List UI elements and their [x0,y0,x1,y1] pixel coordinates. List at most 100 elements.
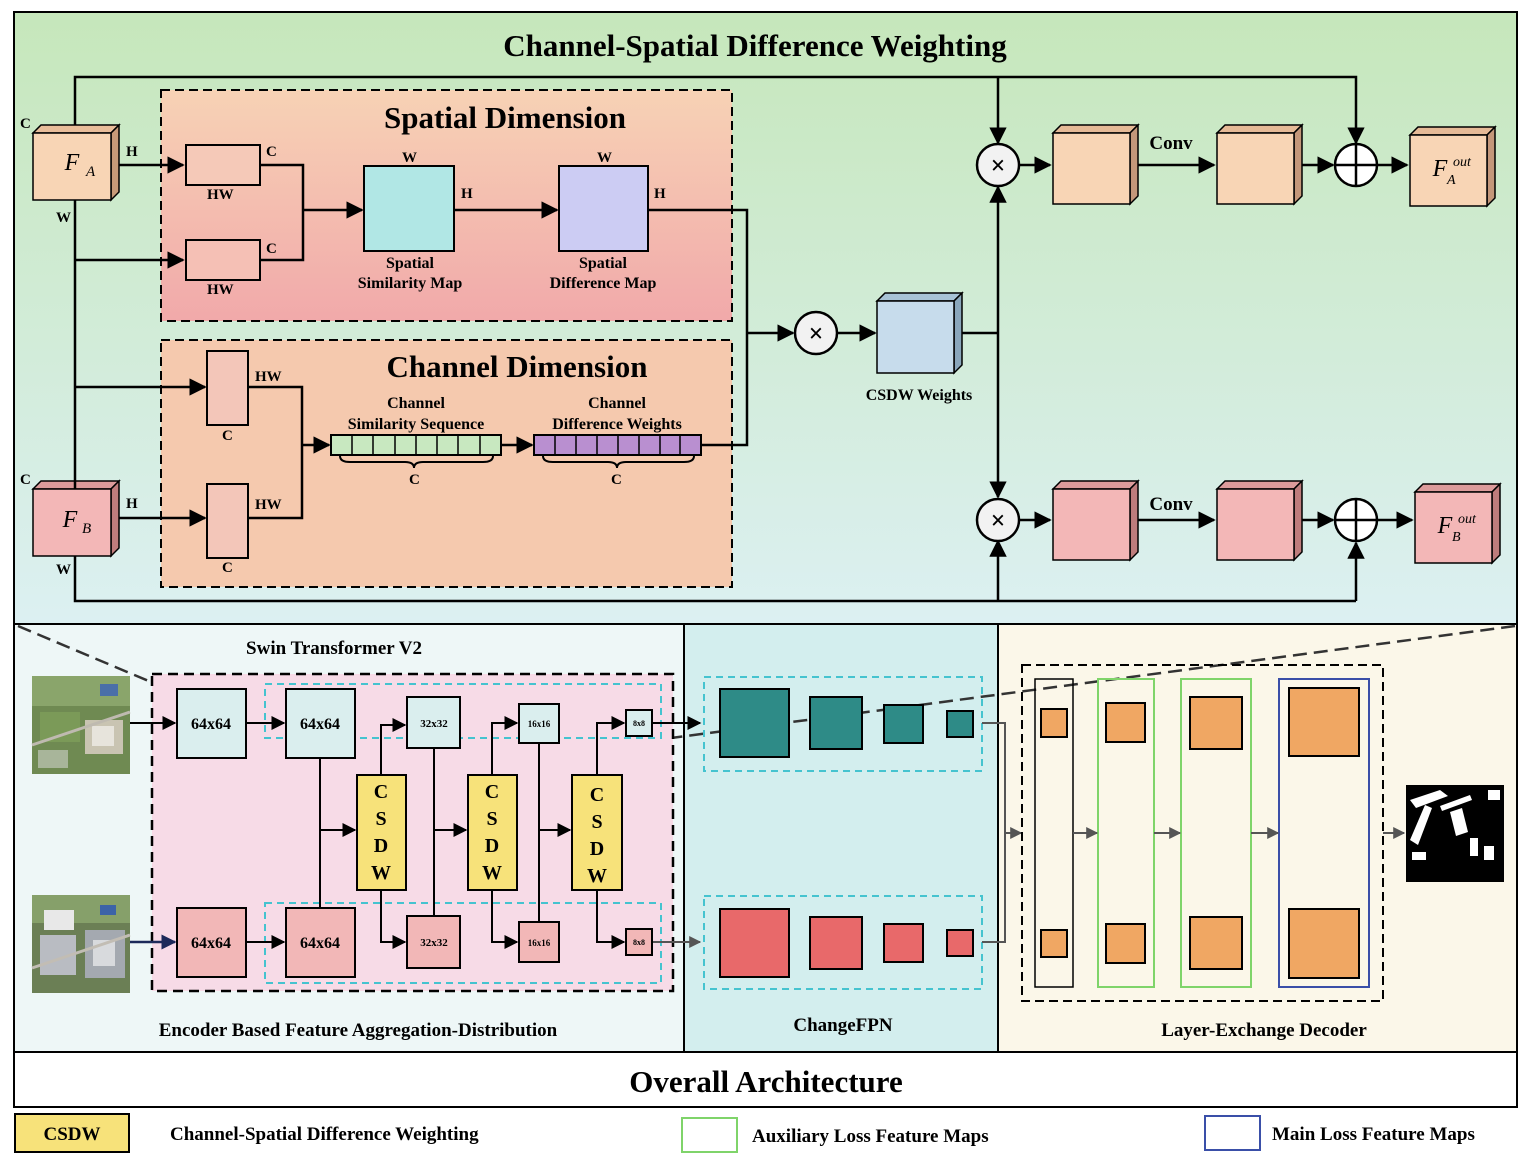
svg-text:A: A [1446,173,1456,188]
svg-text:C: C [374,781,388,803]
legend: CSDW Channel-Spatial Difference Weightin… [14,1113,1475,1153]
svg-text:8x8: 8x8 [633,719,645,728]
legend-main-desc: Main Loss Feature Maps [1272,1124,1475,1145]
csdw-block-2: C S D W [467,774,518,891]
encoder-title: Encoder Based Feature Aggregation-Distri… [159,1020,558,1041]
svg-text:C: C [20,116,31,132]
svg-text:W: W [402,150,417,166]
svg-text:C: C [20,472,31,488]
swin-title: Swin Transformer V2 [246,638,422,659]
svg-text:×: × [991,151,1006,180]
svg-text:out: out [1458,512,1477,527]
feature-b-weighted-cube [1051,479,1140,562]
input-image-t1 [31,676,131,774]
enc-a-64 [285,688,356,759]
svg-text:W: W [597,150,612,166]
svg-text:32x32: 32x32 [420,937,448,949]
svg-text:Similarity Map: Similarity Map [358,275,463,292]
add-operator-bottom [1333,497,1379,543]
svg-text:Conv: Conv [1149,133,1193,154]
output-change-map [1406,785,1504,882]
svg-text:C: C [611,472,622,488]
svg-text:Channel: Channel [588,395,646,412]
spatial-similarity-map [363,165,455,252]
spatial-difference-map [558,165,649,252]
fpn-red-maps [719,908,974,978]
svg-text:W: W [482,862,502,884]
feature-b-cube: F B [31,479,121,558]
overall-title: Overall Architecture [629,1064,902,1099]
feature-b-conv-cube [1215,479,1304,562]
enc-a-32 [406,696,461,749]
changefpn-title: ChangeFPN [793,1015,893,1036]
svg-text:C: C [590,784,604,806]
svg-text:H: H [461,186,473,202]
svg-text:64x64: 64x64 [300,935,340,952]
feature-a-conv-cube [1215,123,1304,206]
csdw-block-1: C S D W [356,774,407,891]
svg-text:64x64: 64x64 [300,716,340,733]
spatial-dimension-title: Spatial Dimension [384,100,626,135]
svg-text:Difference Map: Difference Map [550,275,657,292]
svg-text:HW: HW [255,369,282,385]
feature-a-cube: F A [31,123,121,202]
svg-text:HW: HW [207,187,234,203]
svg-text:D: D [374,835,388,857]
svg-text:D: D [590,838,604,860]
svg-text:HW: HW [255,497,282,513]
svg-text:W: W [56,562,71,578]
enc-b-64-stem [176,907,247,978]
legend-aux-desc: Auxiliary Loss Feature Maps [752,1126,989,1147]
enc-a-64-stem [176,688,247,759]
enc-b-64 [285,907,356,978]
decoder-box [1021,664,1384,1002]
spatial-hw-a [185,144,261,186]
enc-b-32 [406,915,461,969]
channel-similarity-sequence [330,434,502,469]
svg-text:16x16: 16x16 [528,719,551,729]
svg-text:C: C [266,241,277,257]
svg-text:×: × [809,319,824,348]
channel-dimension-box [160,339,733,588]
svg-text:CSDW: CSDW [43,1124,100,1145]
enc-a-16 [518,703,560,744]
svg-text:F: F [1437,513,1453,539]
svg-text:H: H [126,144,138,160]
legend-main-swatch [1204,1115,1261,1151]
channel-hw-b [206,483,249,559]
csdw-panel: Channel-Spatial Difference Weighting Spa… [13,11,1518,625]
multiply-operator-center: × [793,310,839,356]
multiply-operator-bottom: × [975,497,1021,543]
fpn-teal-maps [719,688,974,758]
svg-text:B: B [1452,530,1461,545]
svg-text:D: D [485,835,499,857]
svg-text:H: H [654,186,666,202]
svg-text:S: S [486,808,497,830]
svg-text:A: A [85,164,96,180]
decoder-title: Layer-Exchange Decoder [1161,1020,1367,1041]
svg-text:out: out [1453,155,1472,170]
legend-csdw-desc: Channel-Spatial Difference Weighting [170,1124,479,1145]
input-image-t2 [31,895,131,993]
feature-a-out-cube: F out A [1408,125,1497,208]
svg-text:S: S [375,808,386,830]
feature-a-weighted-cube [1051,123,1140,206]
svg-text:F: F [62,507,78,533]
csdw-weights-cube [875,291,964,375]
svg-text:C: C [222,560,233,576]
svg-text:Channel: Channel [387,395,445,412]
svg-text:Spatial: Spatial [579,255,628,272]
svg-text:C: C [409,472,420,488]
feature-b-out-cube: F out B [1413,482,1502,565]
multiply-operator-top: × [975,142,1021,188]
decoder-feature-maps [1040,687,1360,979]
svg-text:32x32: 32x32 [420,718,448,730]
svg-text:W: W [371,862,391,884]
svg-text:C: C [266,144,277,160]
channel-dimension-title: Channel Dimension [387,349,648,384]
svg-text:CSDW Weights: CSDW Weights [866,387,973,404]
legend-csdw-swatch [14,1113,130,1153]
csdw-title: Channel-Spatial Difference Weighting [503,28,1007,63]
enc-b-16 [518,921,560,963]
svg-text:W: W [587,865,607,887]
